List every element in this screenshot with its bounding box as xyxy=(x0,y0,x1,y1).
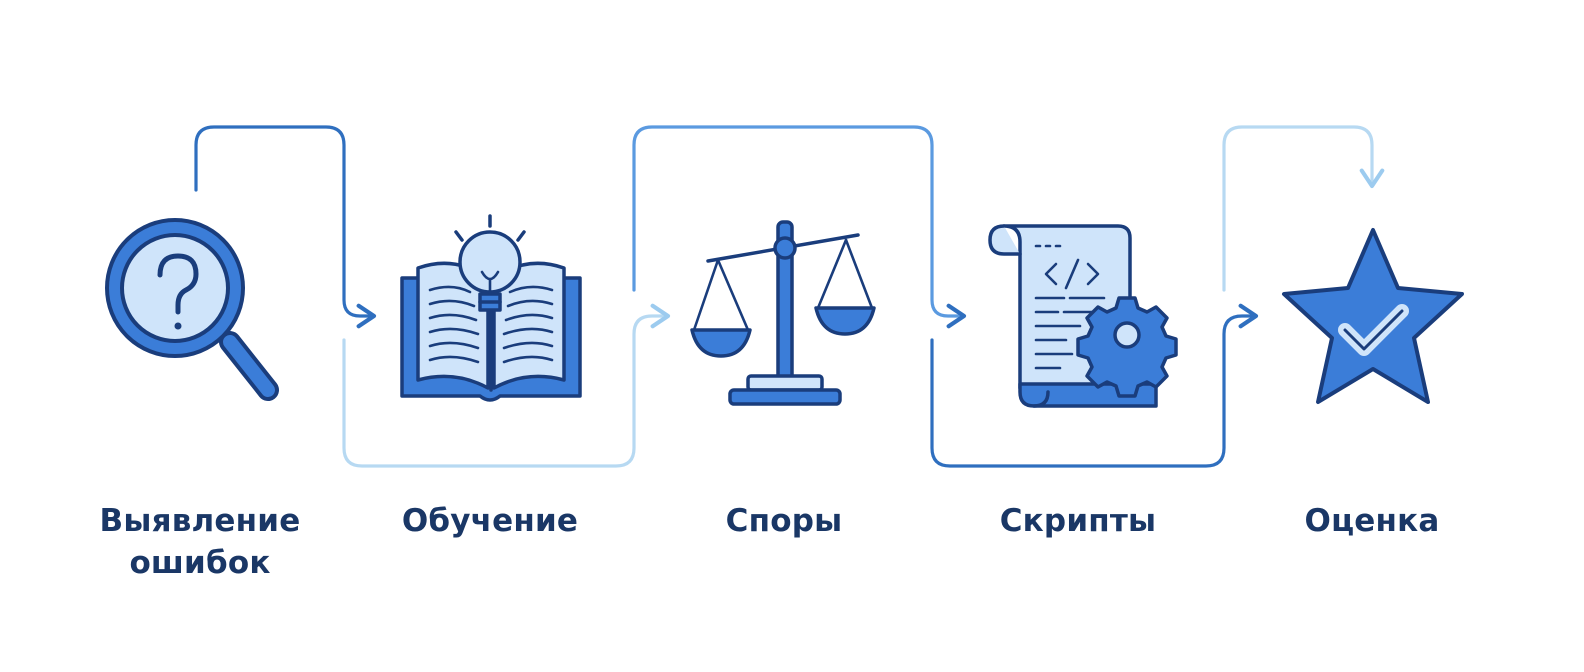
connector-debates-to-scripts xyxy=(632,125,967,329)
connector-errors-to-learning xyxy=(194,125,377,329)
magnifier-question-icon xyxy=(105,218,279,401)
connector-scripts-to-rating xyxy=(930,303,1259,468)
star-check-icon xyxy=(1282,228,1464,404)
book-lightbulb-icon xyxy=(400,214,582,402)
scales-icon xyxy=(690,220,876,406)
connectors xyxy=(194,125,1385,468)
connector-into-rating xyxy=(1222,125,1385,292)
connector-learning-to-debates xyxy=(342,303,671,468)
code-scroll-gear-icon xyxy=(988,224,1178,408)
